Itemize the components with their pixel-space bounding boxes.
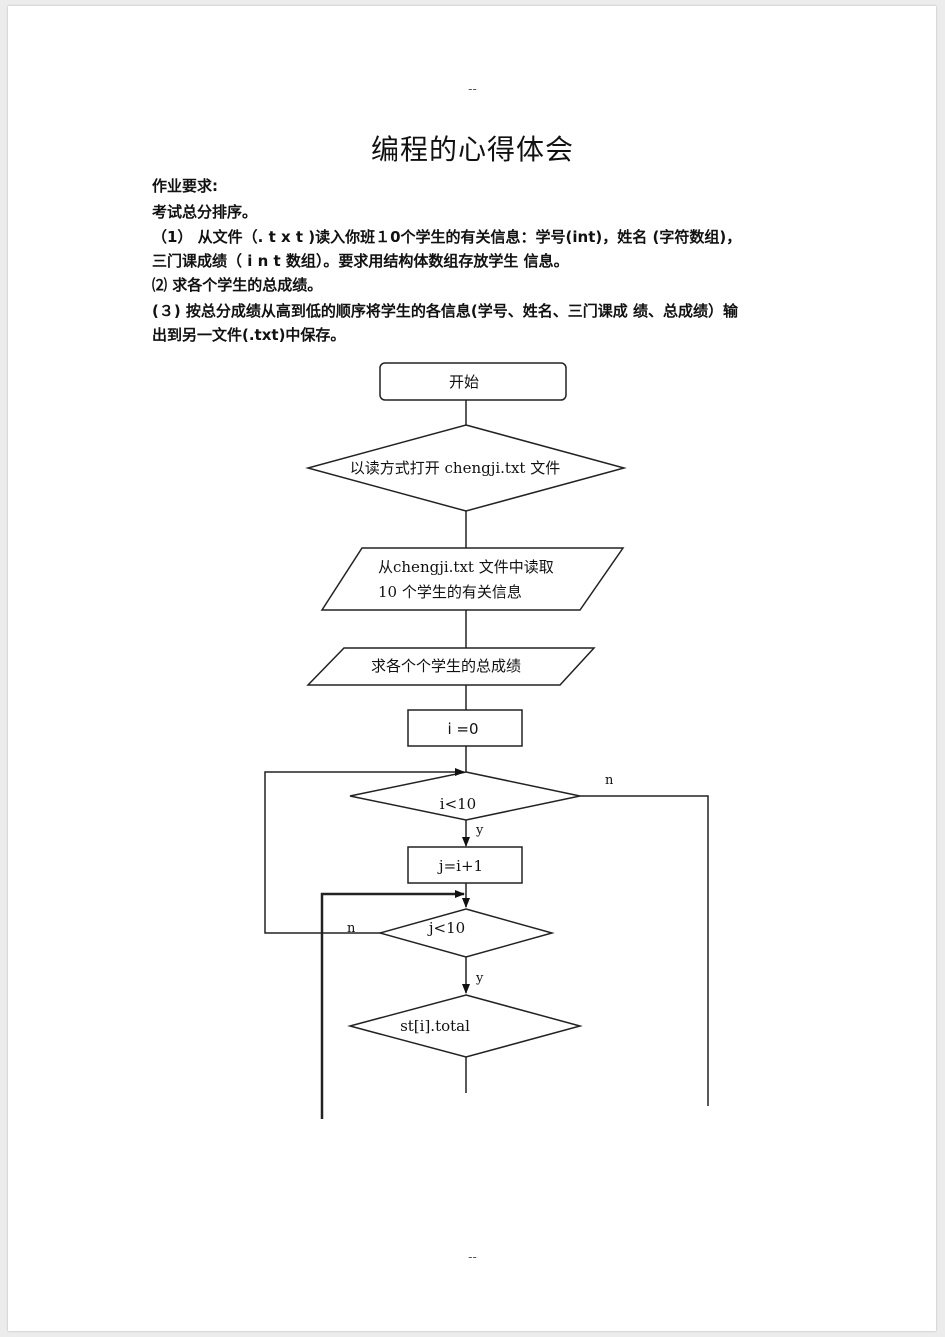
- cond-i-no-label: n: [605, 773, 614, 788]
- requirements-heading: 作业要求:: [152, 177, 218, 195]
- read-data-label-line-1: 从chengji.txt 文件中读取: [378, 558, 554, 576]
- document-title: 编程的心得体会: [370, 133, 574, 166]
- requirement-item-2: ⑵ 求各个学生的总成绩。: [152, 276, 323, 294]
- requirement-item-1-line-2: 三门课成绩（ i n t 数组）。要求用结构体数组存放学生 信息。: [152, 252, 569, 270]
- page-footer-mark: --: [468, 1250, 477, 1264]
- cond-j-yes-label: y: [475, 971, 484, 986]
- start-terminator: [379, 362, 567, 401]
- cond-total-label: st[i].total: [400, 1017, 470, 1035]
- cond-j-decision: [377, 908, 555, 958]
- open-file-label: 以读方式打开 chengji.txt 文件: [350, 459, 560, 477]
- sum-scores-label: 求各个个学生的总成绩: [371, 657, 521, 675]
- requirements-task: 考试总分排序。: [152, 203, 258, 221]
- cond-j-label: j<10: [427, 919, 465, 937]
- requirement-item-3-line-1: (３) 按总分成绩从高到低的顺序将学生的各信息(学号、姓名、三门课成 绩、总成绩…: [152, 302, 739, 320]
- cond-j-no-label: n: [347, 921, 356, 936]
- init-i-label: i =0: [447, 720, 478, 738]
- page-header-mark: --: [468, 82, 477, 96]
- start-label: 开始: [449, 373, 479, 391]
- init-i-box: [407, 709, 523, 747]
- set-j-box: [407, 846, 523, 884]
- read-data-box: [320, 547, 625, 611]
- inner-loop-return: [320, 890, 465, 1119]
- sum-scores-box: [306, 647, 596, 686]
- cond-i-no-path: [580, 795, 709, 1106]
- requirement-item-3-line-2: 出到另一文件(.txt)中保存。: [152, 326, 346, 344]
- requirement-item-1-line-1: （1） 从文件（. t x t )读入你班１0个学生的有关信息：学号(int)，…: [152, 228, 742, 246]
- read-data-label-line-2: 10 个学生的有关信息: [378, 583, 522, 601]
- set-j-label: j=i+1: [437, 857, 483, 875]
- cond-i-yes-label: y: [475, 823, 484, 838]
- cond-i-label: i<10: [440, 795, 476, 813]
